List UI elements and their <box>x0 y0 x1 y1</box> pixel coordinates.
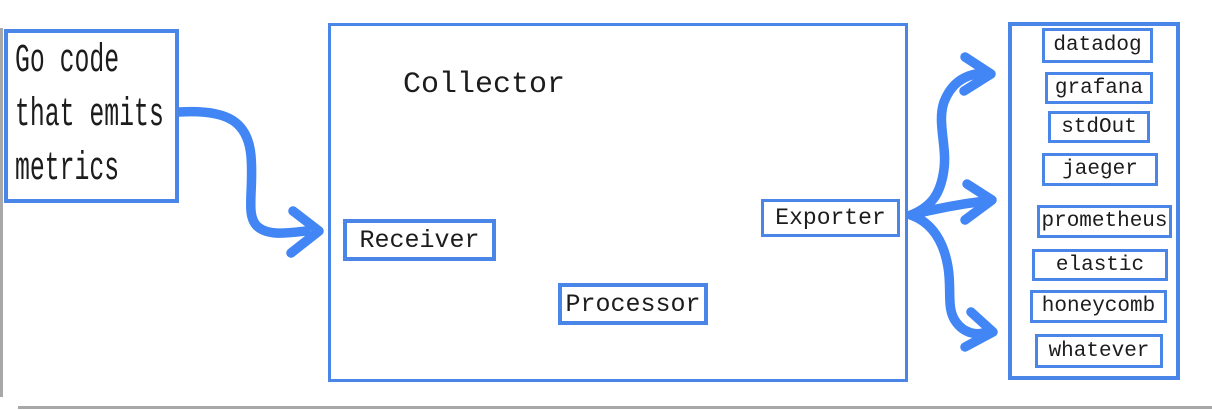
collector-title: Collector <box>403 68 566 102</box>
destination-label: prometheus <box>1041 210 1168 233</box>
exporter-label: Exporter <box>775 205 886 231</box>
page-edge-bottom <box>18 406 1212 409</box>
receiver-label: Receiver <box>359 225 480 255</box>
source-line-1: Go code <box>15 39 120 84</box>
destination-prometheus: prometheus <box>1037 205 1172 238</box>
destination-jaeger: jaeger <box>1042 153 1158 186</box>
destination-label: stdOut <box>1061 115 1137 139</box>
source-line-3: metrics <box>15 147 120 192</box>
receiver-box: Receiver <box>343 219 496 261</box>
arrow-exporter-to-destinations-bottom <box>906 210 998 352</box>
processor-box: Processor <box>558 283 708 325</box>
destination-datadog: datadog <box>1042 28 1153 63</box>
source-line-2: that emits <box>15 93 164 138</box>
destination-label: honeycomb <box>1041 295 1156 318</box>
destination-label: jaeger <box>1062 158 1138 181</box>
arrow-exporter-to-destinations-middle <box>906 179 997 225</box>
destination-whatever: whatever <box>1035 334 1163 368</box>
arrow-exporter-to-destinations-top <box>906 52 996 220</box>
destination-label: whatever <box>1048 339 1150 363</box>
page-edge-left <box>0 28 3 397</box>
arrow-source-to-collector <box>174 106 324 258</box>
exporter-box: Exporter <box>761 199 900 237</box>
destination-honeycomb: honeycomb <box>1030 290 1167 323</box>
destination-label: elastic <box>1055 253 1145 277</box>
processor-label: Processor <box>565 289 701 319</box>
destination-label: datadog <box>1053 34 1142 57</box>
source-code-box: Go code that emits metrics <box>4 29 179 203</box>
destination-label: grafana <box>1054 76 1144 100</box>
destination-stdout: stdOut <box>1048 111 1150 143</box>
destination-elastic: elastic <box>1032 249 1168 281</box>
destination-grafana: grafana <box>1045 72 1153 104</box>
